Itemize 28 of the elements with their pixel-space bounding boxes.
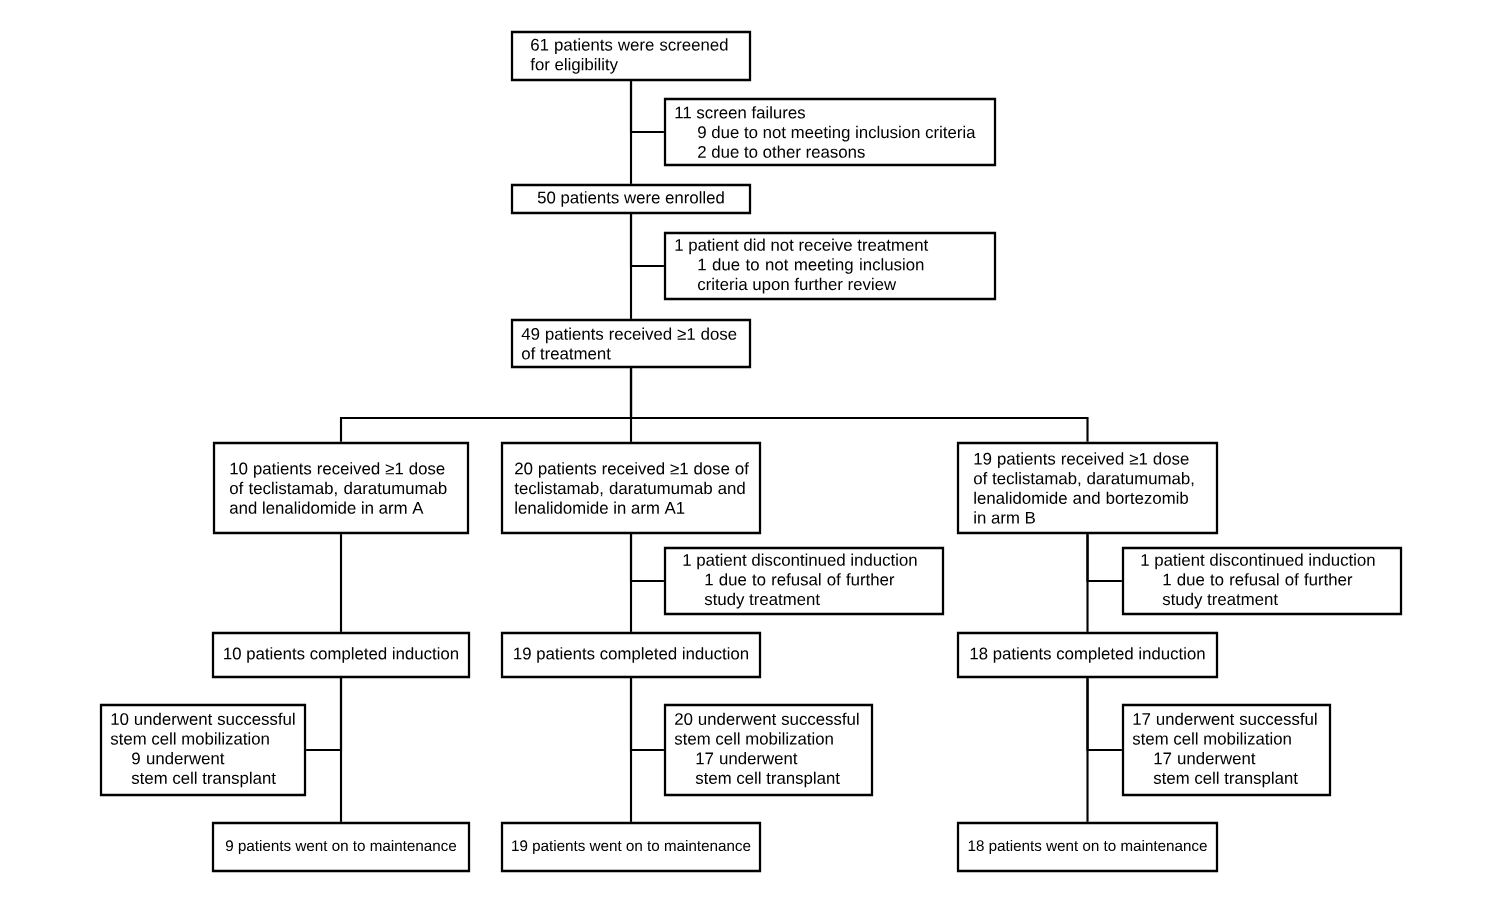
- side-box: 17 underwent successful stem cell mobilization 17 underwent stem cell transplant: [1121, 703, 1332, 797]
- process-box: 18 patients went on to maintenance: [956, 821, 1219, 873]
- process-box: 10 patients received ≥1 dose of teclistamab, daratumumab and lenalidomide in arm A: [212, 441, 470, 535]
- connector-line: [629, 678, 633, 822]
- process-box: 19 patients completed induction: [500, 631, 762, 679]
- process-box: 19 patients received ≥1 dose of teclistamab, daratumumab, lenalidomide and bortezomib in arm B: [956, 441, 1219, 535]
- process-box: 20 patients received ≥1 dose of teclistamab, daratumumab and lenalidomide in arm A1: [500, 441, 762, 535]
- process-box: 50 patients were enrolled: [510, 183, 752, 215]
- connector-line: [629, 81, 633, 184]
- connector-line: [1086, 534, 1089, 632]
- process-box: 61 patients were screened for eligibility: [510, 30, 752, 82]
- connector-line: [1086, 678, 1089, 822]
- side-box: 1 patient discontinued induction 1 due to refusal of further study treatment: [663, 546, 945, 616]
- connector-line: [629, 214, 633, 319]
- process-box: 10 patients completed induction: [211, 631, 471, 679]
- process-box: 9 patients went on to maintenance: [211, 821, 471, 873]
- side-box: 10 underwent successful stem cell mobilization 9 underwent stem cell transplant: [99, 703, 307, 797]
- side-box: 1 patient discontinued induction 1 due to refusal of further study treatment: [1121, 546, 1403, 616]
- connector-line: [629, 534, 633, 632]
- process-box: 19 patients went on to maintenance: [500, 821, 762, 873]
- connector-line: [629, 368, 1089, 442]
- side-box: 11 screen failures 9 due to not meeting inclusion criteria 2 due to other reasons: [663, 97, 997, 167]
- connector-line: [339, 678, 343, 822]
- connector-line: [339, 534, 343, 632]
- side-box: 20 underwent successful stem cell mobilization 17 underwent stem cell transplant: [663, 703, 874, 797]
- process-box: 18 patients completed induction: [956, 631, 1219, 679]
- process-box: 49 patients received ≥1 dose of treatment: [510, 318, 752, 369]
- side-box: 1 patient did not receive treatment 1 due to not meeting inclusion criteria upon further review: [663, 231, 997, 301]
